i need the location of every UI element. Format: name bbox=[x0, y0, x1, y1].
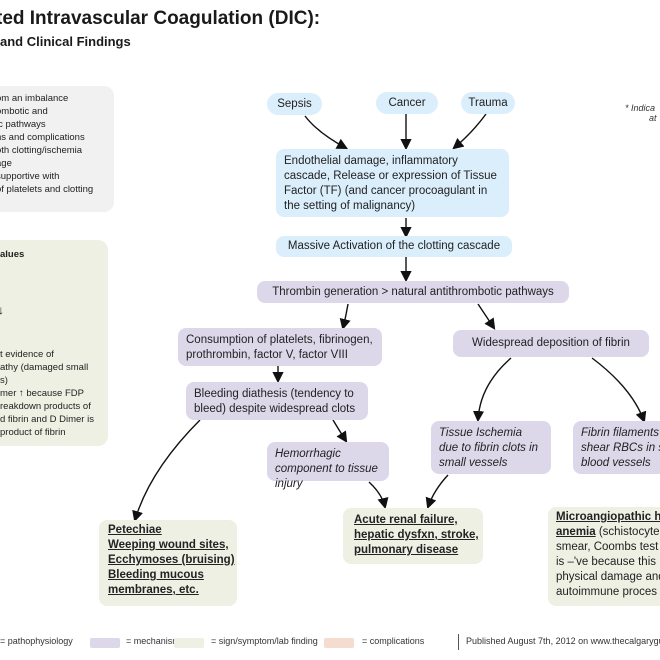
cause-cancer-label: Cancer bbox=[388, 96, 426, 109]
finding-line: Bleeding mucous bbox=[108, 569, 204, 581]
legend-complications: = complications bbox=[362, 636, 425, 646]
bleeding-diathesis-node: Bleeding diathesis (tendency to bleed) d… bbox=[186, 382, 368, 420]
maha-line: smear, Coombs test bbox=[556, 541, 659, 553]
lab-line: d fibrin and D Dimer is bbox=[0, 414, 94, 425]
maha-rest: (schistocyte bbox=[595, 526, 660, 538]
consumption-text: Consumption of platelets, fibrinogen, pr… bbox=[186, 334, 373, 361]
note-line: of platelets and clotting bbox=[0, 184, 94, 195]
finding-line: Acute renal failure, bbox=[354, 514, 458, 526]
cause-sepsis-label: Sepsis bbox=[277, 97, 312, 110]
hemorrhagic-component-node: Hemorrhagic component to tissue injury bbox=[267, 442, 389, 490]
page-subtitle: and Clinical Findings bbox=[0, 34, 131, 49]
lab-line: reakdown products of bbox=[0, 401, 91, 412]
lab-line: t evidence of bbox=[0, 349, 54, 360]
arrow-trauma-to-endothelial bbox=[452, 113, 487, 150]
cause-cancer: Cancer bbox=[376, 92, 438, 114]
finding-line: membranes, etc. bbox=[108, 584, 199, 596]
finding-line: pulmonary disease bbox=[354, 544, 459, 556]
side-note: * Indica at bbox=[625, 103, 657, 123]
bleeding-diathesis-text: Bleeding diathesis (tendency to bleed) d… bbox=[194, 388, 356, 415]
background-notes-panel: om an imbalance ombotic and ic pathways … bbox=[0, 86, 114, 212]
finding-line: Petechiae bbox=[108, 524, 162, 536]
note-line: om an imbalance bbox=[0, 93, 69, 104]
lab-line: product of fibrin bbox=[0, 427, 66, 438]
fibrin-filaments-text: Fibrin filaments shear RBCs in s blood v… bbox=[581, 427, 660, 469]
maha-line: anemia (schistocyte bbox=[556, 525, 660, 540]
bleeding-signs-box: Petechiae Weeping wound sites, Ecchymose… bbox=[99, 520, 237, 606]
fibrin-filaments-node: Fibrin filaments shear RBCs in s blood v… bbox=[573, 421, 660, 474]
side-note-line: * Indica bbox=[625, 103, 656, 113]
arrow-thrombin-to-deposition bbox=[477, 303, 496, 330]
finding-line: hepatic dysfxn, stroke, bbox=[354, 529, 479, 541]
endothelial-damage-node: Endothelial damage, inflammatory cascade… bbox=[276, 149, 509, 217]
note-line: ns and complications bbox=[0, 132, 85, 143]
maha-line: physical damage and bbox=[556, 571, 660, 583]
legend-mechanism: = mechanism bbox=[126, 636, 180, 646]
arrow-thrombin-to-consumption bbox=[339, 303, 351, 331]
legend-pathophysiology: = pathophysiology bbox=[0, 636, 73, 646]
note-line: supportive with bbox=[0, 171, 60, 182]
maha-line: autoimmune proces bbox=[556, 586, 657, 598]
page-title: ted Intravascular Coagulation (DIC): bbox=[0, 8, 321, 29]
endothelial-damage-text: Endothelial damage, inflammatory cascade… bbox=[284, 155, 497, 212]
note-line: oth clotting/ischemia bbox=[0, 145, 83, 156]
organ-failure-box: Acute renal failure, hepatic dysfxn, str… bbox=[343, 508, 483, 564]
maha-line: is –'ve because this bbox=[556, 556, 657, 568]
thrombin-generation-text: Thrombin generation > natural antithromb… bbox=[272, 285, 554, 298]
fibrin-deposition-node: Widespread deposition of fibrin bbox=[453, 330, 649, 357]
arrow-deposition-to-filaments bbox=[591, 357, 647, 424]
legend-mechanism-swatch bbox=[90, 638, 120, 648]
cause-sepsis: Sepsis bbox=[267, 93, 322, 115]
lab-values-panel: alues ↓ t evidence of athy (damaged smal… bbox=[0, 240, 108, 446]
tissue-ischemia-text: Tissue Ischemia due to fibrin clots in s… bbox=[439, 427, 539, 469]
published-note: Published August 7th, 2012 on www.thecal… bbox=[466, 636, 660, 646]
massive-activation-text: Massive Activation of the clotting casca… bbox=[287, 240, 501, 252]
tissue-ischemia-node: Tissue Ischemia due to fibrin clots in s… bbox=[431, 421, 551, 474]
note-line: age bbox=[0, 158, 12, 169]
legend-sign: = sign/symptom/lab finding bbox=[211, 636, 318, 646]
consumption-node: Consumption of platelets, fibrinogen, pr… bbox=[178, 328, 382, 366]
side-note-line: at bbox=[649, 113, 657, 123]
legend-complication-swatch bbox=[324, 638, 354, 648]
lab-line: mer ↑ because FDP bbox=[0, 388, 84, 399]
arrow-hemorrhagic-to-renal bbox=[368, 481, 389, 510]
hemorrhagic-component-text: Hemorrhagic component to tissue injury bbox=[275, 448, 378, 490]
arrow-sepsis-to-endothelial bbox=[304, 115, 348, 150]
maha-box: Microangiopathic h anemia (schistocyte s… bbox=[548, 507, 660, 606]
lab-line: athy (damaged small bbox=[0, 362, 89, 373]
arrow-bleeding-to-petechiae bbox=[132, 419, 201, 523]
finding-line: Weeping wound sites, bbox=[108, 539, 229, 551]
legend: = pathophysiology = mechanism = sign/sym… bbox=[0, 632, 660, 652]
fibrin-deposition-text: Widespread deposition of fibrin bbox=[472, 337, 630, 349]
down-arrow-icon: ↓ bbox=[0, 303, 4, 317]
arrow-bleeding-to-hemorrhagic bbox=[332, 419, 348, 443]
note-line: ic pathways bbox=[0, 119, 46, 130]
lab-line: s) bbox=[0, 375, 8, 386]
maha-title: Microangiopathic h bbox=[556, 511, 660, 523]
lab-heading: alues bbox=[0, 249, 25, 260]
legend-finding-swatch bbox=[174, 638, 204, 648]
finding-line: Ecchymoses (bruising) bbox=[108, 554, 235, 566]
note-line: ombotic and bbox=[0, 106, 48, 117]
cause-trauma: Trauma bbox=[461, 92, 515, 114]
arrow-deposition-to-ischemia bbox=[472, 357, 512, 423]
thrombin-generation-node: Thrombin generation > natural antithromb… bbox=[257, 281, 569, 303]
legend-divider bbox=[458, 634, 459, 650]
maha-title-cont: anemia bbox=[556, 526, 596, 538]
massive-activation-node: Massive Activation of the clotting casca… bbox=[276, 236, 512, 257]
cause-trauma-label: Trauma bbox=[468, 96, 508, 109]
arrow-ischemia-to-renal bbox=[425, 474, 449, 510]
